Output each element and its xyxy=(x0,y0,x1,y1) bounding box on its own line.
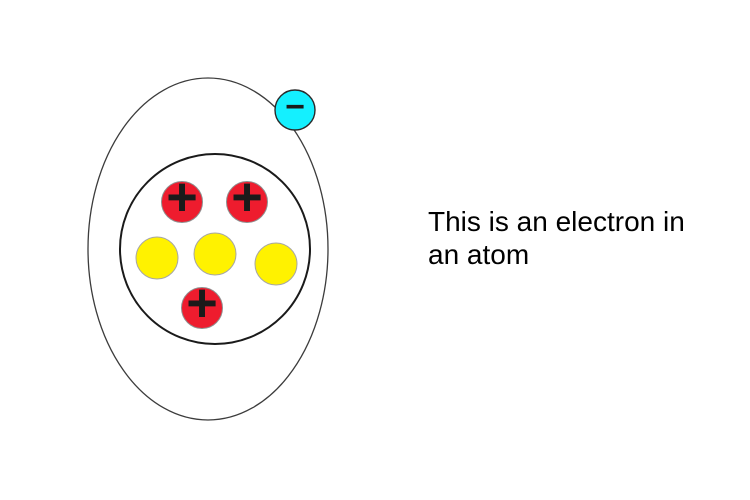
proton-1: + xyxy=(161,167,203,227)
proton-2: + xyxy=(226,167,268,227)
caption-text: This is an electron in an atom xyxy=(428,205,685,271)
plus-icon: + xyxy=(231,167,263,227)
proton-2-circle xyxy=(226,181,268,223)
caption-line-2: an atom xyxy=(428,239,530,270)
proton-3: + xyxy=(181,273,223,333)
proton-3-circle xyxy=(181,287,223,329)
proton-1-circle xyxy=(161,181,203,223)
minus-icon: − xyxy=(285,88,305,126)
neutron-2 xyxy=(193,232,237,276)
caption-line-1: This is an electron in xyxy=(428,206,685,237)
electron: − xyxy=(274,88,316,131)
plus-icon: + xyxy=(166,167,198,227)
electron-orbit-ellipse xyxy=(87,77,329,421)
plus-icon: + xyxy=(186,273,218,333)
electron-circle xyxy=(274,89,316,131)
neutron-1 xyxy=(135,236,179,280)
neutron-3 xyxy=(254,242,298,286)
